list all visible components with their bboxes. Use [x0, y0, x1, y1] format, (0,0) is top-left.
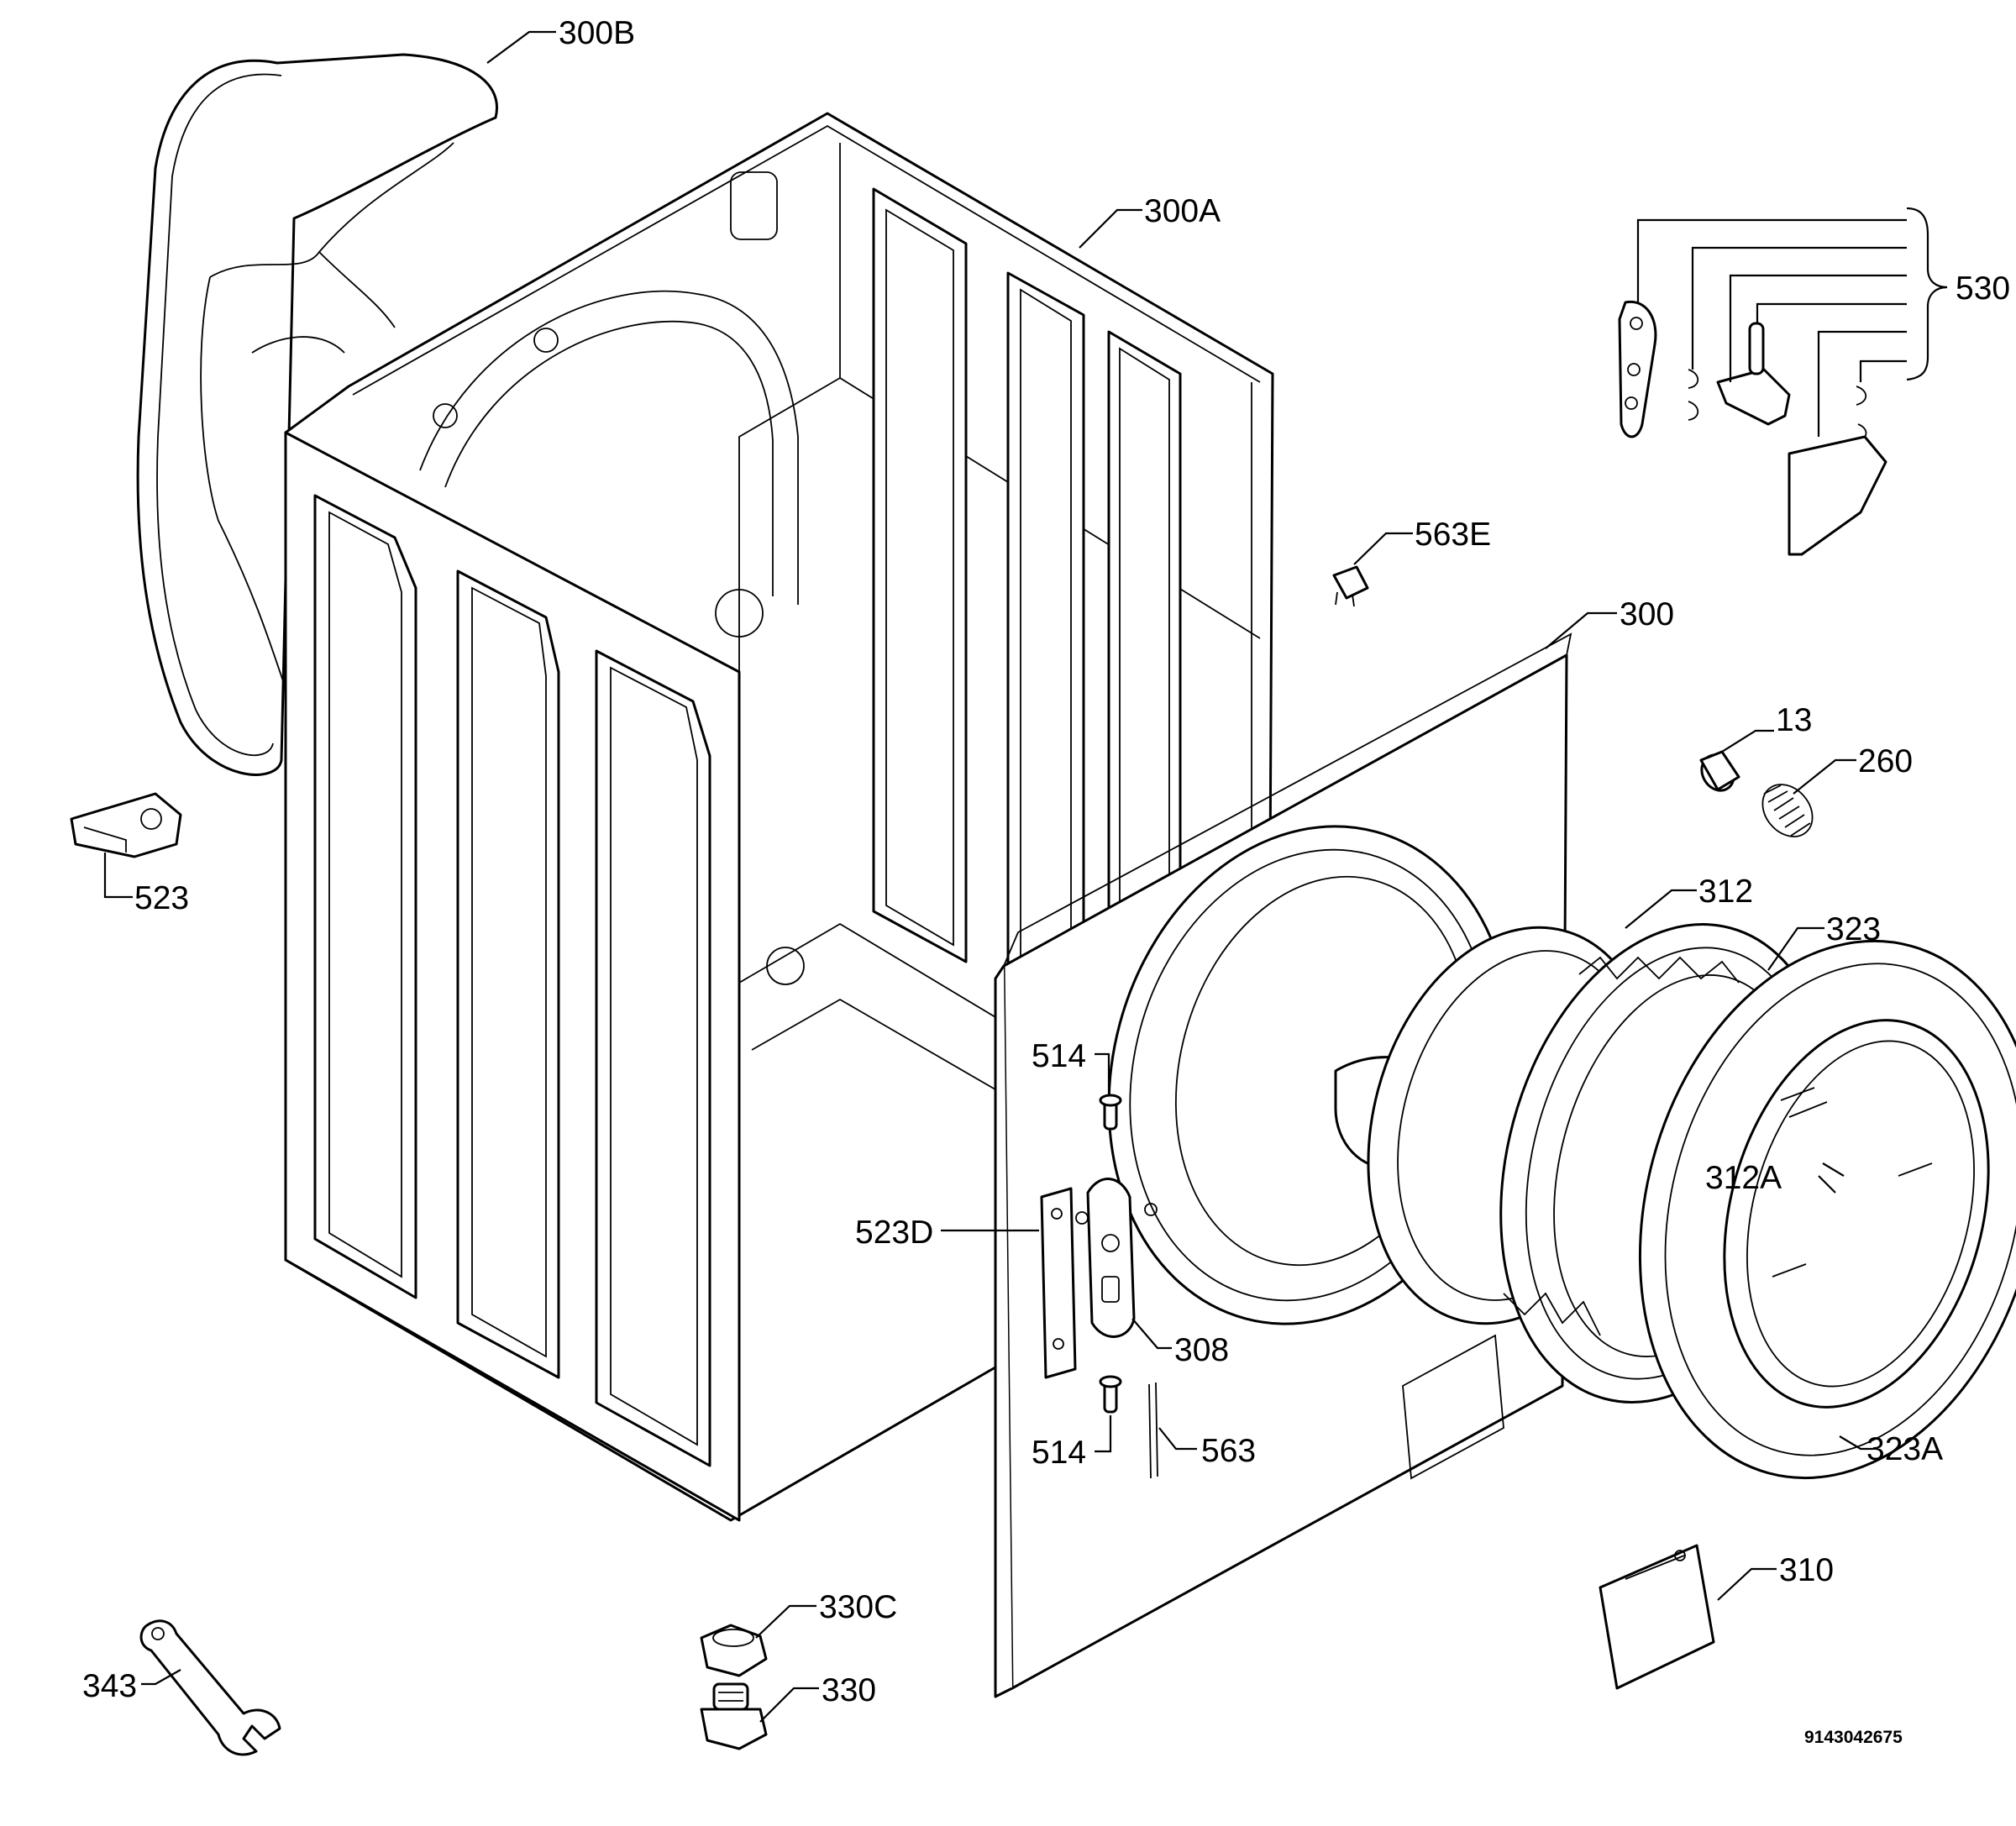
- label-312A: 312A: [1705, 1160, 1782, 1196]
- label-563: 563: [1201, 1433, 1256, 1469]
- label-13: 13: [1776, 702, 1812, 738]
- part-330C-nut: [700, 1624, 768, 1677]
- label-300A: 300A: [1144, 193, 1221, 229]
- label-514-lower: 514: [1032, 1435, 1086, 1471]
- label-563E: 563E: [1415, 517, 1491, 553]
- part-523D-lock-plate: [1040, 1178, 1136, 1379]
- part-343-wrench: [139, 1619, 281, 1756]
- label-312: 312: [1698, 874, 1753, 910]
- label-323A: 323A: [1866, 1431, 1943, 1467]
- label-308: 308: [1174, 1332, 1229, 1368]
- part-514-pin-lower: [1099, 1375, 1122, 1414]
- part-310-service-flap: [1599, 1544, 1715, 1690]
- label-330C: 330C: [819, 1589, 897, 1625]
- part-260-spring: [1761, 784, 1814, 837]
- part-530-hinge-assembly: [1618, 207, 1948, 556]
- label-343: 343: [82, 1668, 137, 1704]
- part-13-cap: [1699, 750, 1740, 792]
- part-312A-door-glass: [1638, 939, 2016, 1480]
- part-330-fitting: [700, 1682, 768, 1750]
- drawing-number: 9143042675: [1804, 1728, 1903, 1747]
- part-514-pin-upper: [1099, 1094, 1122, 1131]
- label-260: 260: [1858, 743, 1913, 779]
- label-310: 310: [1779, 1552, 1834, 1588]
- part-563E-clip: [1332, 565, 1369, 607]
- label-523: 523: [134, 880, 189, 916]
- label-300: 300: [1620, 596, 1674, 632]
- part-563-rod: [1148, 1382, 1158, 1479]
- label-523D: 523D: [855, 1215, 933, 1251]
- part-523-lock: [70, 792, 182, 858]
- label-530: 530: [1956, 270, 2010, 307]
- label-300B: 300B: [559, 15, 635, 51]
- label-330: 330: [822, 1672, 876, 1708]
- part-300B-rear-seal: [136, 53, 498, 776]
- label-514-upper: 514: [1032, 1038, 1086, 1074]
